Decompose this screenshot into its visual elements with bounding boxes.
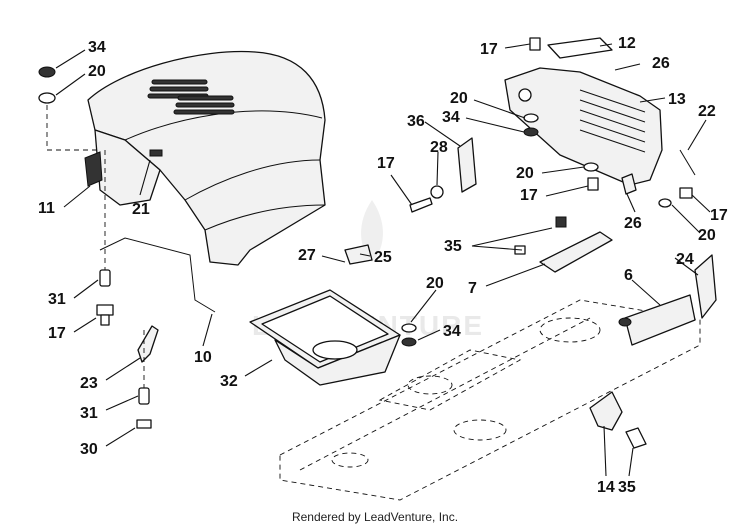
battery-tray: [249, 244, 417, 386]
frame: [279, 216, 717, 501]
callout-21: 21: [132, 201, 150, 218]
callout-17-right: 17: [710, 207, 728, 224]
callout-24: 24: [676, 251, 694, 268]
left-hardware: [38, 66, 216, 429]
callout-17-left: 17: [48, 325, 66, 342]
callout-17-center: 17: [520, 187, 538, 204]
callout-6: 6: [624, 267, 633, 284]
callout-31-upper: 31: [48, 291, 66, 308]
callout-35-bracket: 35: [444, 238, 462, 255]
callout-26-lower: 26: [624, 215, 642, 232]
callout-27: 27: [298, 247, 316, 264]
callout-28: 28: [430, 139, 448, 156]
hood-assembly: [84, 50, 326, 266]
callout-23: 23: [80, 375, 98, 392]
callout-10: 10: [194, 349, 212, 366]
callout-30: 30: [80, 441, 98, 458]
callout-17-top: 17: [480, 41, 498, 58]
callout-35-lower: 35: [618, 479, 636, 496]
callout-25: 25: [374, 249, 392, 266]
callout-20-grille: 20: [450, 90, 468, 107]
callout-26-top: 26: [652, 55, 670, 72]
grille-assembly: [409, 37, 696, 213]
callout-31-lower: 31: [80, 405, 98, 422]
callout-32: 32: [220, 373, 238, 390]
callout-20-right: 20: [698, 227, 716, 244]
callout-7: 7: [468, 280, 477, 297]
footer-credit: Rendered by LeadVenture, Inc.: [291, 510, 459, 524]
callout-36: 36: [407, 113, 425, 130]
callout-14: 14: [597, 479, 615, 496]
callout-34-top: 34: [88, 39, 106, 56]
callout-34-grille: 34: [442, 109, 460, 126]
callout-22: 22: [698, 103, 716, 120]
leader-lines: [55, 43, 711, 477]
callout-17-mid: 17: [377, 155, 395, 172]
callout-12: 12: [618, 35, 636, 52]
callout-34-tray: 34: [443, 323, 461, 340]
callout-20-mid: 20: [516, 165, 534, 182]
callout-13: 13: [668, 91, 686, 108]
hood-vent-slots: [147, 79, 235, 115]
callout-11: 11: [38, 200, 55, 217]
callout-20-tray: 20: [426, 275, 444, 292]
callout-20-top: 20: [88, 63, 106, 80]
callout-labels: 34 20 11 21 31 17 10 23 31 30 27 25 32 2…: [38, 35, 728, 496]
